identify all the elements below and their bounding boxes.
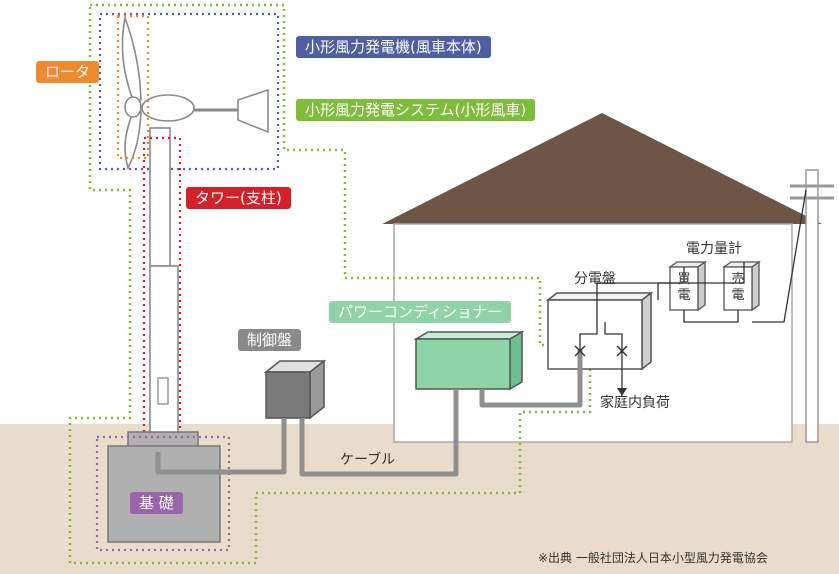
label-tower: タワー(支柱) xyxy=(186,187,291,209)
label-system: 小形風力発電システム(小形風車) xyxy=(296,99,536,121)
foundation xyxy=(107,431,221,543)
label-power-meter: 電力量計 xyxy=(686,241,742,257)
utility-pole xyxy=(790,169,834,443)
label-power-conditioner: パワーコンディショナー xyxy=(329,301,511,323)
label-rotor: ロータ xyxy=(36,61,100,83)
label-sell: 売電 xyxy=(731,272,745,303)
turbine-head xyxy=(141,88,269,134)
system-boundary xyxy=(68,3,592,565)
source-note: ※出典 一般社団法人日本小型風力発電協会 xyxy=(538,551,768,565)
house-roof xyxy=(382,113,822,224)
label-household-load: 家庭内負荷 xyxy=(600,395,670,411)
label-foundation: 基 礎 xyxy=(130,492,183,514)
label-turbine-body: 小形風力発電機(風車本体) xyxy=(296,36,491,58)
tower xyxy=(149,127,179,435)
rotor-boundary xyxy=(116,14,150,160)
label-control-panel: 制御盤 xyxy=(238,329,302,351)
label-distribution-board: 分電盤 xyxy=(574,271,616,287)
power-conditioner xyxy=(413,330,525,391)
turbine-boundary xyxy=(98,12,280,171)
cables xyxy=(155,350,583,477)
foundation-boundary xyxy=(95,435,231,552)
load-arrow xyxy=(617,388,627,396)
label-buy: 買電 xyxy=(677,272,691,303)
rotor-blades xyxy=(121,15,142,171)
meter-sell xyxy=(721,260,762,312)
label-cable: ケーブル xyxy=(340,452,396,468)
distribution-board xyxy=(545,291,654,371)
breakers xyxy=(574,345,628,357)
control-panel xyxy=(263,359,327,420)
wiring xyxy=(579,189,807,390)
